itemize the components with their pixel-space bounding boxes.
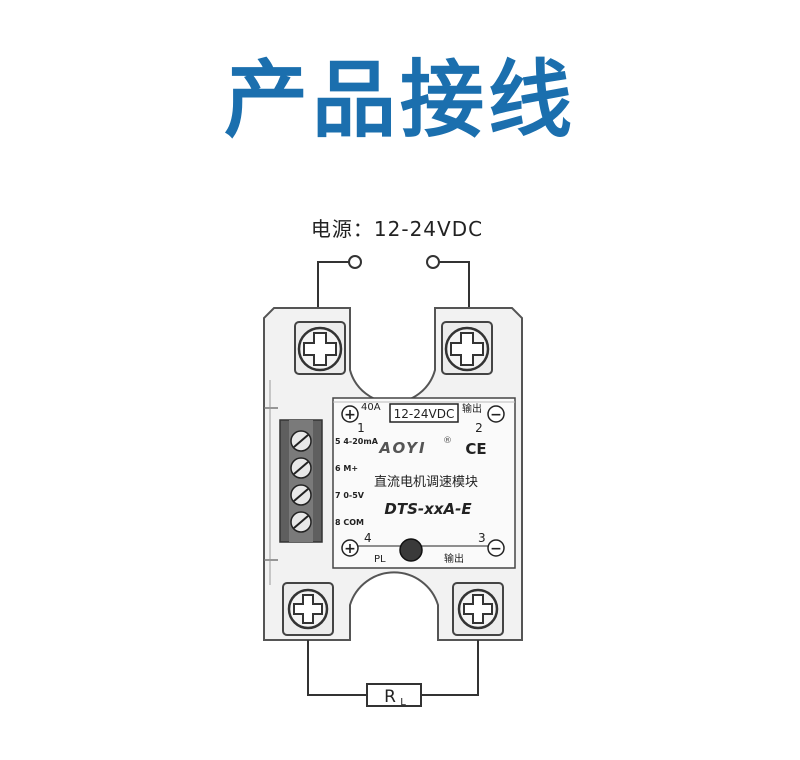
minus-terminal-2 [487, 405, 505, 423]
signal-pin-label: 7 0-5V [335, 491, 365, 500]
signal-pin-label: 5 4-20mA [335, 437, 379, 446]
top-left-screw-terminal [294, 321, 346, 375]
svg-text:12-24VDC: 12-24VDC [394, 407, 455, 421]
output-label-bottom: 输出 [444, 552, 464, 565]
load-label: R [384, 687, 396, 707]
svg-text:−: − [490, 407, 502, 423]
svg-text:+: + [344, 407, 356, 423]
plus-terminal-4 [341, 539, 359, 557]
load-wire-left [307, 640, 367, 696]
signal-pin-label: 6 M+ [335, 464, 358, 473]
terminal-number-1: 1 [357, 421, 365, 435]
top-right-screw-terminal [441, 321, 493, 375]
power-wire-left [317, 261, 349, 312]
plus-terminal-1 [341, 405, 359, 423]
terminal-number-2: 2 [475, 421, 483, 435]
page-title: 产品接线 [223, 51, 576, 149]
terminal-number-4: 4 [364, 531, 372, 545]
label-plate [332, 397, 516, 569]
registered-mark: ® [443, 436, 452, 446]
signal-pin-label: 8 COM [335, 518, 364, 527]
bottom-left-screw-terminal [282, 582, 334, 636]
signal-pin-screw [290, 457, 312, 479]
minus-terminal-3 [487, 539, 505, 557]
signal-pins [290, 430, 312, 533]
bottom-right-screw-terminal [452, 582, 504, 636]
signal-pin-screw [290, 511, 312, 533]
module-model: DTS-xxA-E [384, 500, 472, 518]
power-terminal-right [426, 255, 440, 269]
current-rating: 40A [361, 402, 381, 413]
load-resistor [366, 683, 422, 707]
load-label-sub: L [400, 697, 406, 708]
brand-logo: AOYI [378, 439, 426, 457]
pl-label: PL [374, 554, 386, 565]
load-wire-right [421, 640, 479, 696]
module-description: 直流电机调速模块 [374, 475, 478, 490]
terminal-number-3: 3 [478, 531, 486, 545]
ce-mark: CE [465, 440, 486, 458]
power-label: 电源：12-24VDC [311, 217, 483, 241]
speed-knob[interactable] [399, 538, 423, 562]
power-terminal-left [348, 255, 362, 269]
voltage-box [389, 403, 459, 423]
svg-text:+: + [344, 541, 356, 557]
power-wire-right [439, 261, 470, 312]
signal-pin-screw [290, 484, 312, 506]
svg-text:−: − [490, 541, 502, 557]
signal-pin-labels: 5 4-20mA 6 M+ 7 0-5V 8 COM [335, 437, 379, 527]
signal-pin-screw [290, 430, 312, 452]
output-label-top: 输出 [462, 402, 482, 415]
